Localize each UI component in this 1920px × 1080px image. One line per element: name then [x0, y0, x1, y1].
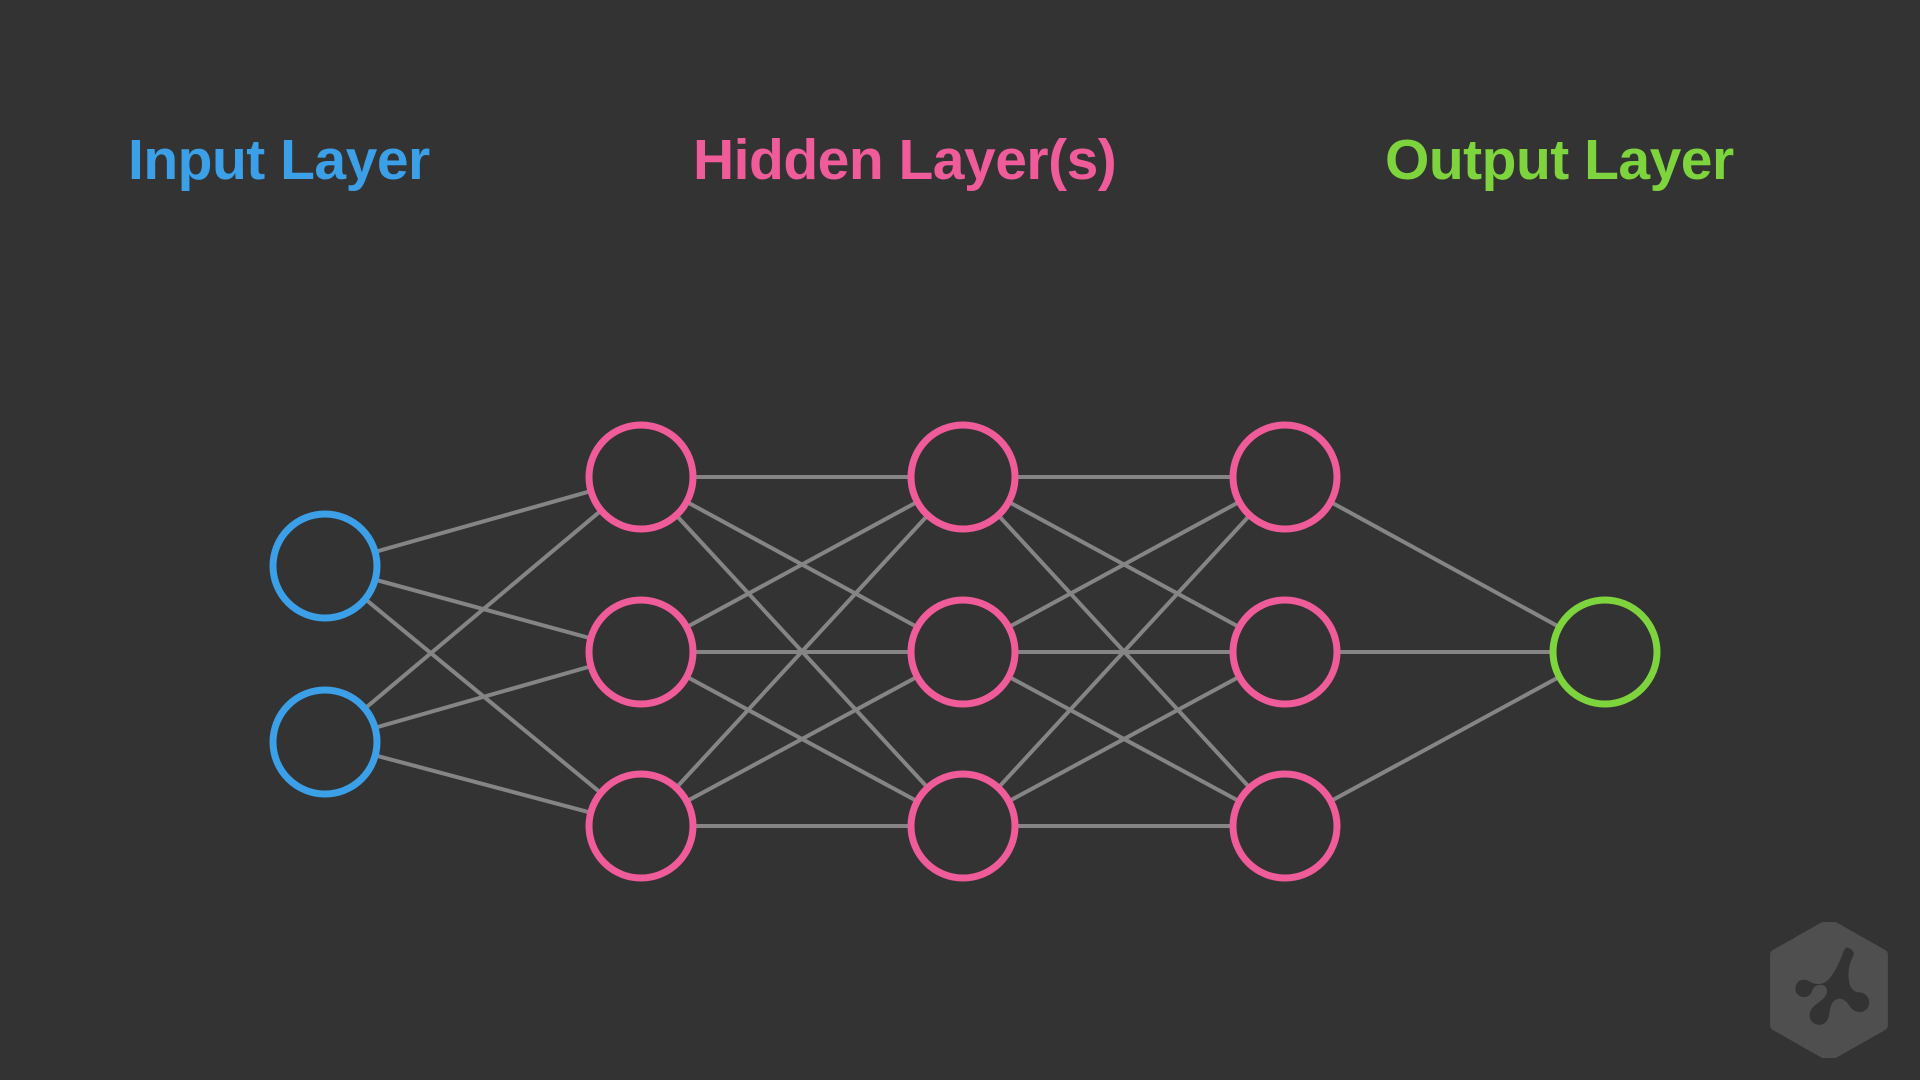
connection-edges-group [362, 475, 1562, 828]
neuron-node-i1 [269, 510, 381, 622]
connection-edge [1006, 499, 1242, 630]
neuron-node-h3_3 [1229, 770, 1341, 882]
neuron-node-h2_2 [907, 596, 1019, 708]
input-layer-label: Input Layer [128, 128, 430, 192]
connection-edge [373, 753, 593, 815]
neuron-node-o1 [1549, 596, 1661, 708]
connection-edge [373, 664, 593, 730]
neuron-node-i2 [269, 686, 381, 798]
connection-edge [1328, 499, 1562, 630]
hidden-layer-label: Hidden Layer(s) [693, 128, 1117, 192]
neuron-node-h1_2 [585, 596, 697, 708]
neuron-node-h2_3 [907, 770, 1019, 882]
connection-edge [1328, 674, 1562, 804]
connection-edge [373, 489, 593, 554]
neuron-nodes-group [269, 421, 1661, 882]
neuron-node-h2_1 [907, 421, 1019, 533]
connection-edge [674, 513, 930, 790]
output-layer-label: Output Layer [1385, 128, 1734, 192]
neuron-node-h3_1 [1229, 421, 1341, 533]
connection-edge [684, 674, 920, 804]
connection-edge [996, 513, 1252, 790]
neuron-node-h1_3 [585, 770, 697, 882]
connection-edge [362, 508, 604, 711]
neuron-node-h1_1 [585, 421, 697, 533]
connection-edge [1006, 674, 1242, 804]
neuron-node-h3_2 [1229, 596, 1341, 708]
connection-edge [684, 499, 920, 630]
